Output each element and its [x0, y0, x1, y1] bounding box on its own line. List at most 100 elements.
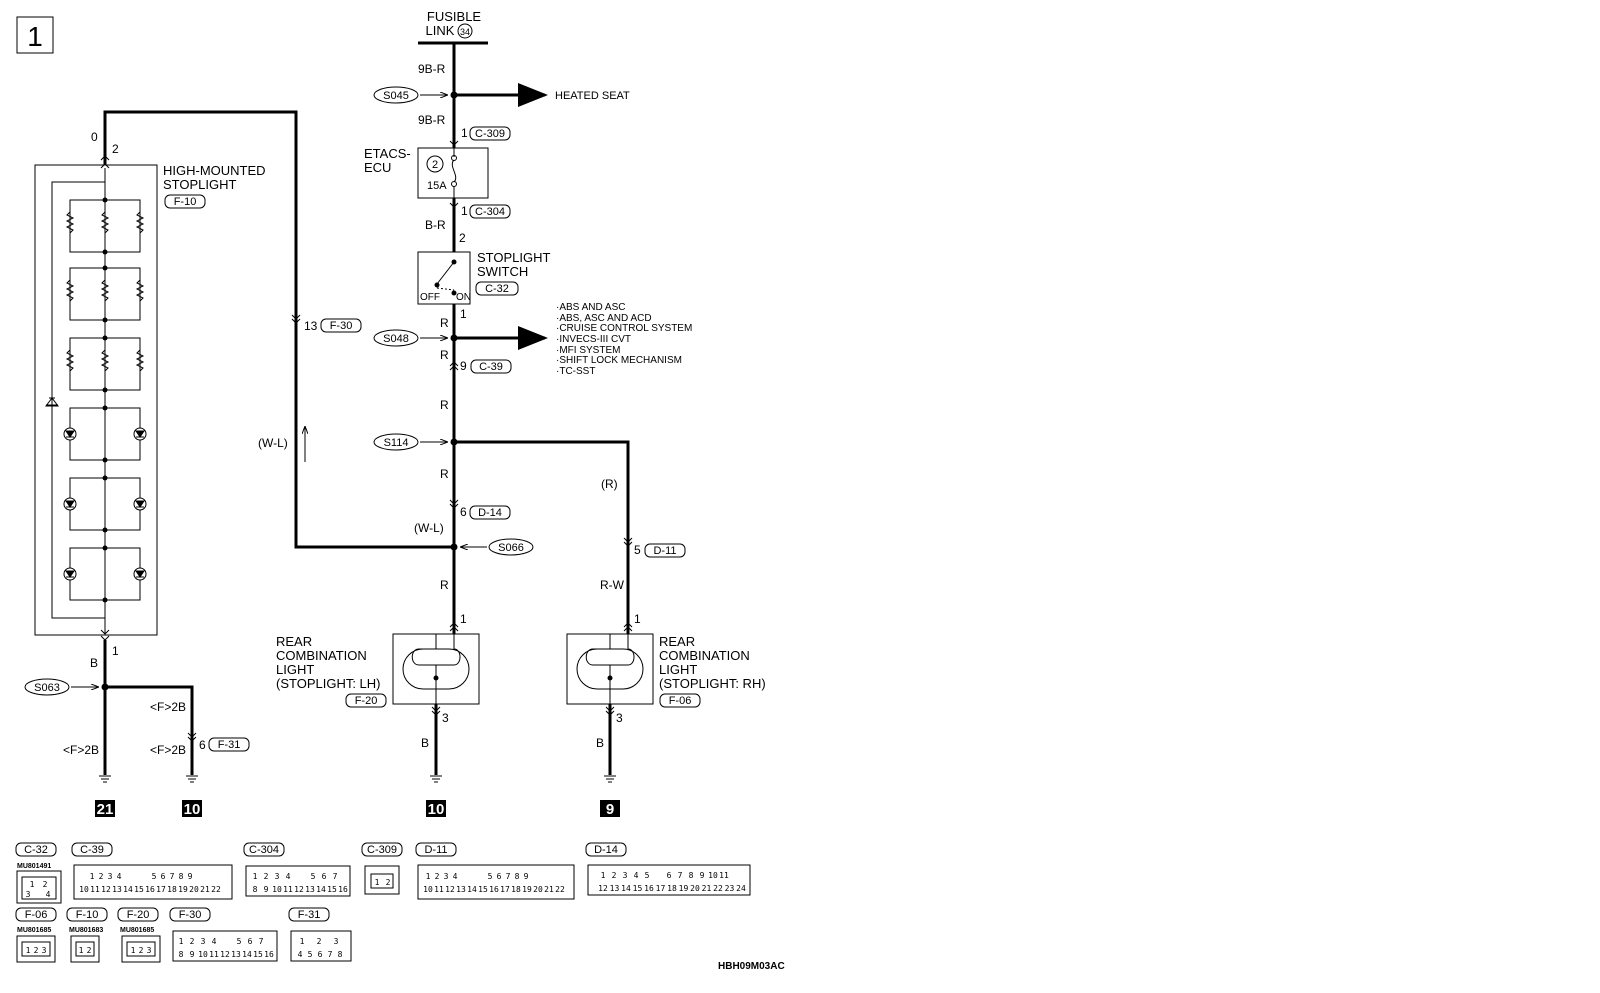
svg-text:ECU: ECU [364, 160, 391, 175]
svg-text:SWITCH: SWITCH [477, 264, 528, 279]
connector-pin-number: 17 [656, 884, 666, 893]
svg-text:2: 2 [112, 142, 119, 156]
svg-text:S063: S063 [34, 682, 60, 694]
drawing-code: HBH09M03AC [718, 961, 785, 972]
ground-point-9: 9 [600, 800, 620, 818]
svg-text:HIGH-MOUNTED: HIGH-MOUNTED [163, 163, 266, 178]
svg-text:C-309: C-309 [367, 844, 397, 856]
svg-text:C-304: C-304 [249, 844, 279, 856]
svg-text:1: 1 [460, 612, 467, 626]
connector-pin-number: 24 [736, 884, 746, 893]
svg-text:F-30: F-30 [179, 909, 202, 921]
resistor-group-icon [65, 265, 145, 323]
etacs-ecu: ETACS- ECU 2 15A [364, 146, 489, 199]
svg-text:·INVECS-III CVT: ·INVECS-III CVT [556, 334, 631, 345]
connector-pin-number: 10 [79, 885, 89, 894]
svg-text:F-06: F-06 [669, 695, 692, 707]
svg-text:S048: S048 [383, 333, 409, 345]
fusible-link: FUSIBLE LINK 34 [418, 9, 488, 45]
led-group-icon [63, 405, 147, 463]
splice-s066: S066 [450, 538, 534, 556]
svg-text:3: 3 [616, 711, 623, 725]
resistor-group-icon [65, 335, 145, 393]
legend-c309: C-309 1 2 [361, 842, 403, 895]
pin-c304: 1 [461, 204, 468, 218]
svg-text:MU801685: MU801685 [120, 927, 154, 934]
legend-c32: C-32 MU801491 1 2 3 4 [15, 842, 62, 904]
connector-pin-number: 21 [702, 884, 712, 893]
connector-pin-number: 7 [328, 950, 333, 959]
connector-pin-number: 9 [264, 885, 269, 894]
connector-pin-number: 8 [515, 872, 520, 881]
connector-pin-number: 8 [689, 871, 694, 880]
svg-text:1: 1 [112, 644, 119, 658]
connector-pin-number: 2 [99, 872, 104, 881]
connector-pin-number: 10 [272, 885, 282, 894]
svg-text:F-20: F-20 [127, 909, 150, 921]
wire-9br-2: 9B-R [418, 113, 446, 127]
connector-pin-number: 1 [426, 872, 431, 881]
svg-text:2: 2 [34, 946, 39, 955]
connector-pin-number: 13 [456, 885, 466, 894]
connector-d14-tag: D-14 [469, 505, 511, 520]
connector-pin-number: 11 [90, 885, 100, 894]
connector-pin-number: 21 [544, 885, 554, 894]
connector-pin-number: 5 [488, 872, 493, 881]
connector-pin-number: 4 [286, 872, 291, 881]
wire-br: B-R [425, 218, 446, 232]
connector-pin-number: 3 [444, 872, 449, 881]
connector-pin-number: 7 [259, 937, 264, 946]
led-group-icon [63, 475, 147, 533]
svg-text:2: 2 [432, 159, 438, 171]
connector-pin-number: 3 [275, 872, 280, 881]
pin-d14: 6 [460, 505, 467, 519]
svg-text:15A: 15A [427, 180, 447, 192]
splice-s045: S045 [373, 86, 458, 104]
connector-pin-number: 4 [212, 937, 217, 946]
connector-pin-number: 12 [294, 885, 304, 894]
connector-pin-number: 20 [189, 885, 199, 894]
svg-text:LIGHT: LIGHT [659, 662, 697, 677]
svg-text:1: 1 [634, 612, 641, 626]
connector-pin-number: 20 [690, 884, 700, 893]
stoplight-switch: OFF ON STOPLIGHT SWITCH C-32 [417, 250, 551, 305]
connector-pin-number: 11 [209, 950, 219, 959]
svg-text:2: 2 [386, 878, 391, 887]
connector-pin-number: 10 [198, 950, 208, 959]
connector-pin-number: 3 [334, 937, 339, 946]
svg-text:9: 9 [606, 801, 614, 818]
connector-pin-number: 12 [598, 884, 608, 893]
svg-text:ON: ON [456, 292, 471, 303]
connector-pin-number: 12 [445, 885, 455, 894]
wire-r4: R [440, 467, 449, 481]
connector-pin-number: 15 [478, 885, 488, 894]
connector-pin-number: 3 [201, 937, 206, 946]
connector-pin-number: 1 [300, 937, 305, 946]
connector-pin-number: 2 [435, 872, 440, 881]
svg-text:LINK: LINK [426, 23, 455, 38]
connector-d11-tag: D-11 [644, 543, 686, 558]
legend-f06: F-06 MU801685 1 2 3 [15, 907, 57, 963]
svg-text:21: 21 [97, 801, 114, 818]
svg-text:C-32: C-32 [24, 844, 48, 856]
chevron-icon [291, 314, 301, 324]
connector-pin-number: 1 [601, 871, 606, 880]
chevron-icon [449, 202, 459, 208]
wire-r2: R [440, 348, 449, 362]
chevron-icon [449, 499, 459, 509]
svg-text:(STOPLIGHT: RH): (STOPLIGHT: RH) [659, 676, 766, 691]
svg-text:C-309: C-309 [475, 128, 505, 140]
svg-text:1: 1 [27, 21, 43, 52]
wire-r3: R [440, 398, 449, 412]
wire-b-hm: B [90, 656, 98, 670]
connector-pin-number: 18 [511, 885, 521, 894]
wire-f2b-1: <F>2B [150, 700, 186, 714]
pin-f31: 6 [199, 738, 206, 752]
svg-text:F-30: F-30 [330, 320, 353, 332]
chevron-icon [449, 140, 459, 146]
wire-b-rh: B [596, 736, 604, 750]
svg-text:C-39: C-39 [479, 361, 503, 373]
